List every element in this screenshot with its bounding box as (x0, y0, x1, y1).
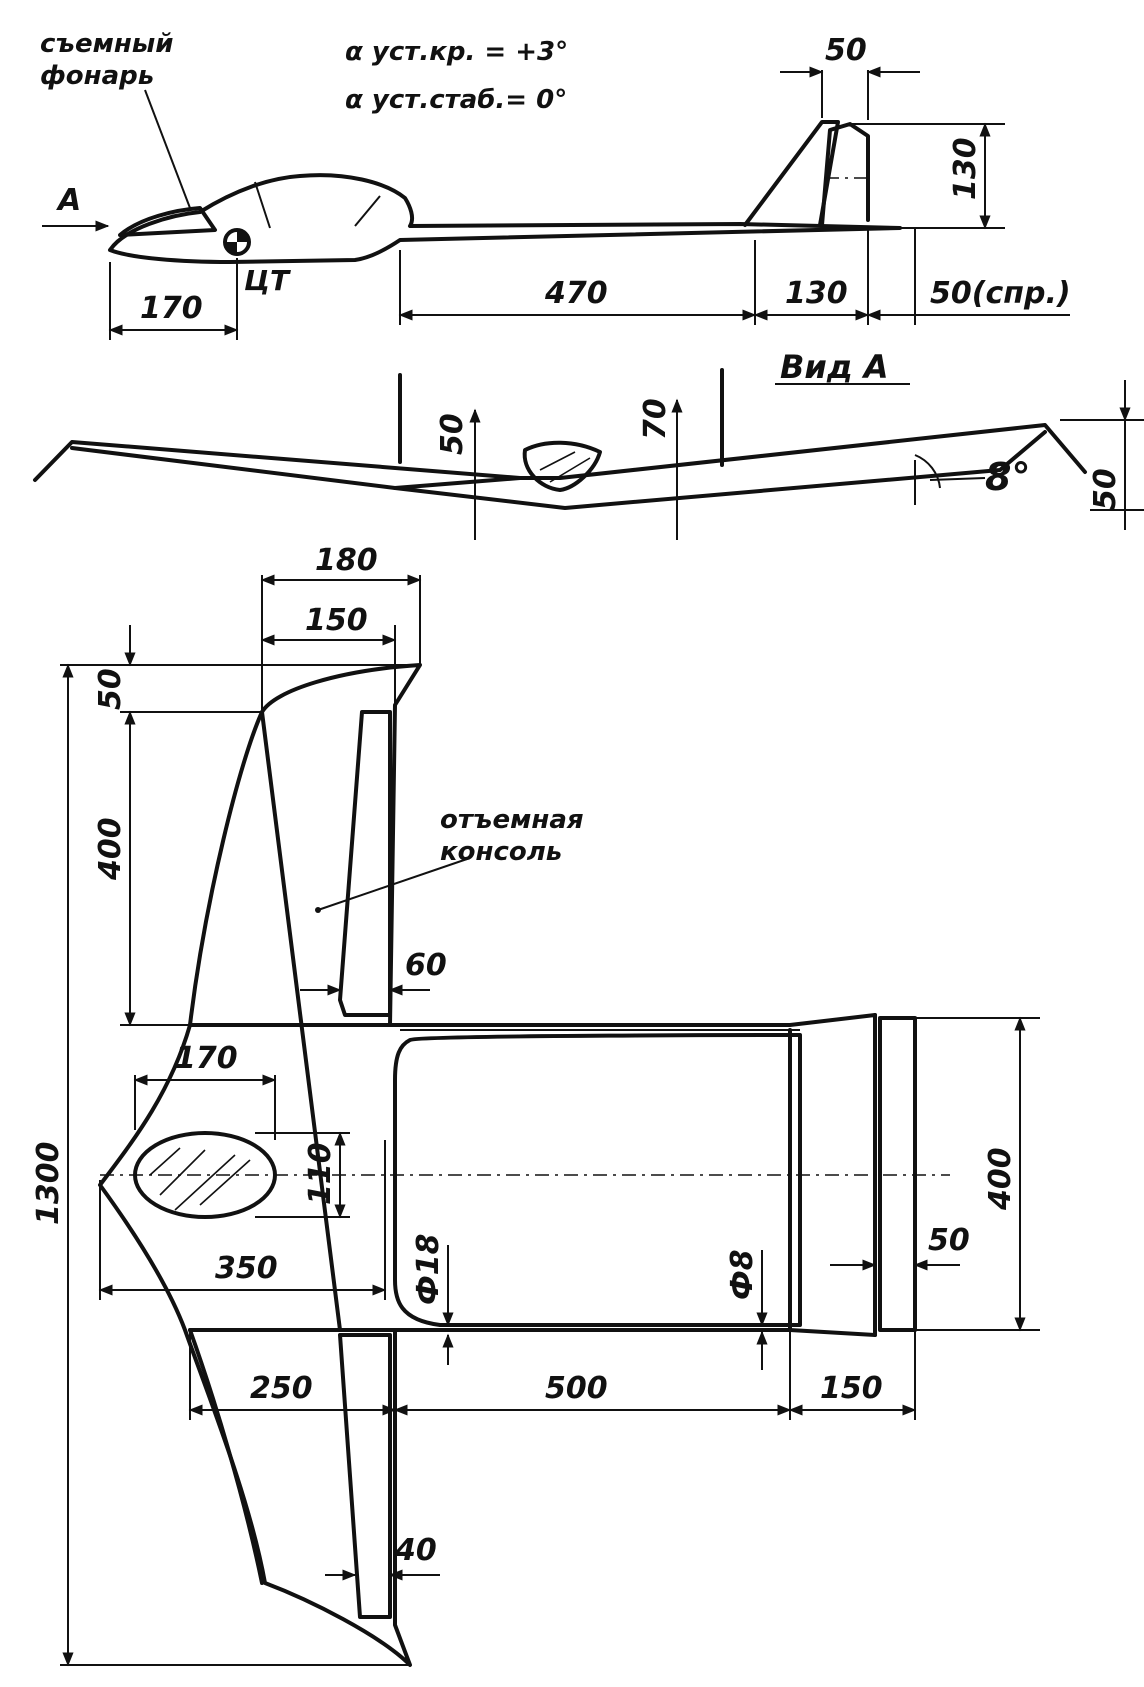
side-view: A съемный фонарь α уст.кр. = +3° α уст.с… (40, 29, 1071, 340)
dim-console-span: 400 (93, 817, 128, 881)
stab-angle-label: α уст.стаб.= 0° (345, 85, 567, 115)
console-label-2: консоль (440, 837, 562, 867)
dim-front-tip: 50 (1088, 468, 1123, 510)
dim-ref: 50(спр.) (930, 276, 1071, 311)
dim-boom-len: 500 (545, 1371, 608, 1406)
front-view: Вид А 50 70 8° 50 (33, 348, 1144, 540)
dim-stab-width: 400 (983, 1147, 1018, 1211)
dim-boom-dia: Ф18 (411, 1234, 446, 1306)
front-wing (33, 423, 1087, 482)
dim-tip-rake: 50 (93, 668, 128, 710)
dim-tip-chord-inner: 150 (305, 603, 368, 638)
dim-aileron-top: 60 (405, 948, 447, 983)
dim-root: 250 (250, 1371, 313, 1406)
canopy-label-2: фонарь (40, 61, 154, 91)
plan-aileron-top (338, 710, 392, 1017)
side-fin (743, 120, 840, 227)
plan-elevator (878, 1016, 917, 1332)
side-fuselage (108, 173, 902, 264)
dim-boom: 470 (544, 276, 608, 311)
console-label-1: отъемная (440, 805, 584, 835)
front-fuselage (522, 440, 602, 492)
dim-fin-height: 130 (948, 137, 983, 200)
dim-nose-cg: 170 (140, 291, 203, 326)
wing-angle-label: α уст.кр. = +3° (345, 37, 568, 67)
dim-tip-chord-outer: 180 (315, 543, 378, 578)
dim-fin-top: 50 (825, 33, 867, 68)
dim-canopy-len: 170 (175, 1041, 238, 1076)
dim-front-fin: 50 (435, 413, 470, 455)
canopy-label-1: съемный (40, 29, 174, 59)
dim-stab-chord: 150 (820, 1371, 883, 1406)
plan-view: отъемная консоль 180 150 50 400 1300 60 … (31, 543, 1040, 1667)
dim-aileron-bottom: 40 (394, 1533, 437, 1568)
dim-canopy-width: 110 (303, 1142, 338, 1205)
cg-label: ЦТ (244, 264, 291, 297)
dim-dihedral: 8° (985, 455, 1030, 499)
front-view-title: Вид А (780, 348, 889, 386)
view-a-label: A (56, 183, 81, 218)
dim-elevator: 50 (928, 1223, 970, 1258)
dim-tail-chord: 130 (785, 276, 848, 311)
plan-stab (393, 1033, 802, 1327)
plan-wing-outline (98, 663, 422, 1667)
dim-nose-len: 350 (215, 1251, 278, 1286)
side-canopy (118, 206, 217, 237)
dim-rod-dia: Ф8 (725, 1249, 760, 1300)
dim-span: 1300 (31, 1142, 66, 1226)
dim-front-fuselage: 70 (638, 398, 673, 440)
